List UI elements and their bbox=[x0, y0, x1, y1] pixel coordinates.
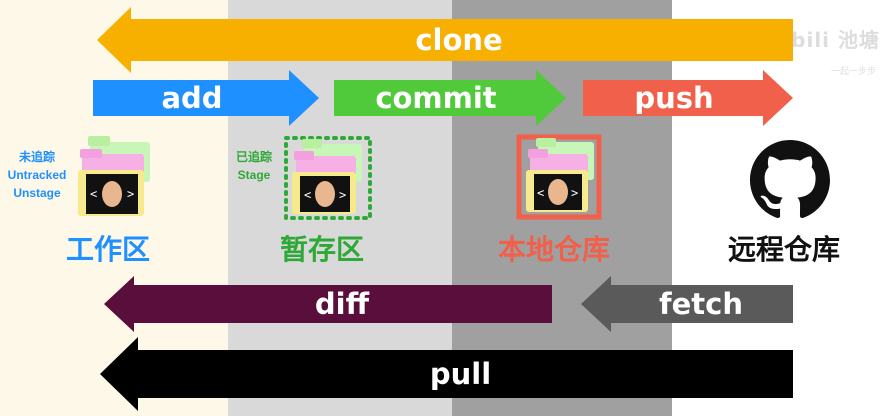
remote-repo-title: 远程仓库 bbox=[728, 233, 841, 266]
svg-text:>: > bbox=[571, 186, 578, 200]
commit-arrow-label: commit bbox=[375, 81, 497, 115]
add-arrow-shape bbox=[93, 70, 319, 126]
staging-status-line-1: 已追踪 bbox=[235, 150, 272, 164]
svg-text:>: > bbox=[127, 187, 134, 201]
local-repo-folder-icon: < > bbox=[516, 134, 604, 222]
push-arrow-label: push bbox=[634, 81, 714, 115]
pull-arrow-shape bbox=[100, 337, 793, 411]
add-arrow-label: add bbox=[161, 81, 223, 115]
staging-title: 暂存区 bbox=[280, 233, 365, 266]
pull-arrow: pull bbox=[100, 337, 793, 411]
workspace-status-line-3: Unstage bbox=[13, 186, 61, 200]
clone-arrow-shape bbox=[97, 7, 793, 73]
commit-arrow-shape bbox=[334, 70, 566, 126]
push-arrow-shape bbox=[583, 70, 793, 126]
workspace-status-line-1: 未追踪 bbox=[18, 150, 55, 164]
add-arrow: add bbox=[93, 70, 319, 126]
commit-arrow: commit bbox=[334, 70, 566, 126]
pull-arrow-label: pull bbox=[429, 357, 492, 391]
svg-text:<: < bbox=[90, 187, 97, 201]
push-arrow: push bbox=[583, 70, 793, 126]
staging-status-line-2: Stage bbox=[237, 168, 271, 182]
diff-arrow-shape bbox=[104, 276, 552, 332]
workspace-folder-icon: < > bbox=[72, 136, 158, 220]
github-icon bbox=[750, 140, 830, 220]
diff-arrow: diff bbox=[104, 276, 552, 332]
workspace-status: 未追踪 Untracked Unstage bbox=[4, 148, 70, 202]
fetch-arrow-label: fetch bbox=[659, 287, 743, 321]
clone-arrow: clone bbox=[97, 7, 793, 73]
svg-text:>: > bbox=[339, 188, 346, 202]
clone-arrow-label: clone bbox=[415, 23, 503, 57]
watermark-sub: 一起一步步 bbox=[830, 67, 876, 77]
local-repo-title: 本地仓库 bbox=[498, 233, 611, 266]
svg-text:<: < bbox=[537, 186, 544, 200]
fetch-arrow-shape bbox=[581, 276, 793, 332]
svg-text:<: < bbox=[304, 188, 311, 202]
diff-arrow-label: diff bbox=[314, 287, 370, 321]
staging-folder-icon: < > bbox=[282, 136, 374, 222]
workspace-title: 工作区 bbox=[66, 233, 151, 266]
remote-repo-column bbox=[672, 0, 890, 416]
workspace-status-line-2: Untracked bbox=[7, 168, 67, 182]
staging-status: 已追踪 Stage bbox=[226, 148, 282, 184]
fetch-arrow: fetch bbox=[581, 276, 793, 332]
